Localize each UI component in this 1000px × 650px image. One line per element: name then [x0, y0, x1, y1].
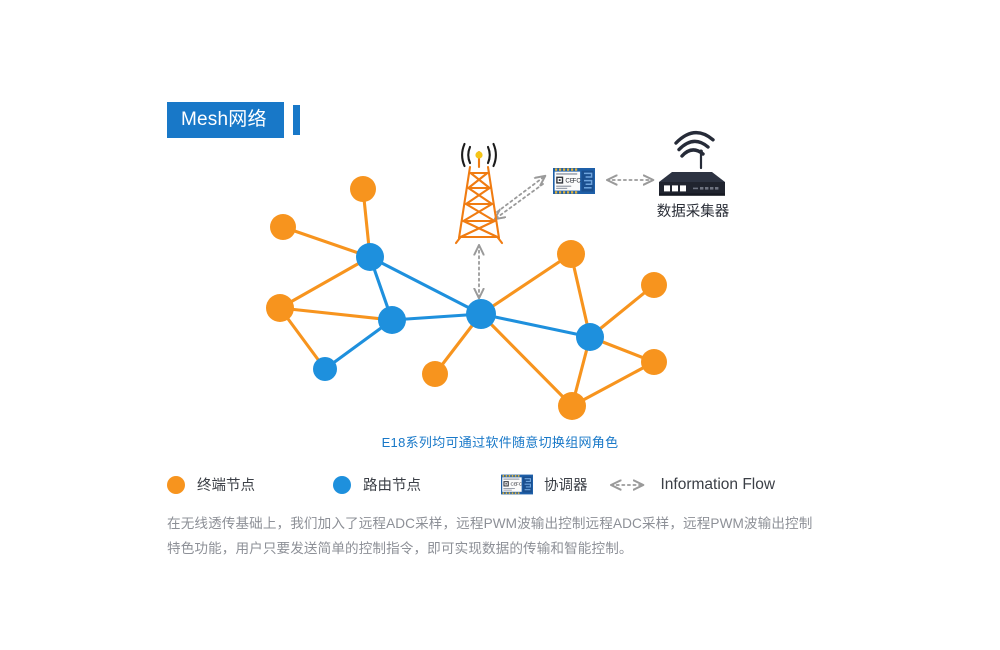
legend-item-terminal-node: 终端节点	[167, 474, 255, 495]
rf-module-icon: CE FC	[553, 168, 595, 194]
tower-signal-waves-icon	[461, 142, 497, 168]
tower-signal-dot	[475, 151, 483, 159]
terminal-link	[281, 225, 372, 259]
description-line-1: 在无线透传基础上，我们加入了远程ADC采样，远程PWM波输出控制远程ADC采样，…	[167, 516, 813, 531]
flow-module-to-tower	[495, 183, 544, 219]
router-node	[576, 323, 604, 351]
terminal-node	[266, 294, 294, 322]
terminal-link	[570, 360, 656, 408]
terminal-node	[641, 272, 667, 298]
legend-label-coordinator: 协调器	[544, 478, 588, 494]
page-title: Mesh网络	[167, 102, 284, 138]
terminal-nodes-group	[266, 176, 667, 420]
legend-label-information-flow: Information Flow	[660, 475, 776, 493]
legend-item-coordinator: CE FC 协调器	[501, 474, 588, 495]
description-line-2: 特色功能，用户只要发送简单的控制指令，即可实现数据的传输和智能控制。	[167, 541, 633, 556]
terminal-node	[270, 214, 296, 240]
svg-text:FC: FC	[516, 482, 523, 488]
diagram-caption: E18系列均可通过软件随意切换组网角色	[381, 435, 619, 450]
svg-text:CE: CE	[510, 482, 517, 488]
router-node	[378, 306, 406, 334]
dotted-double-arrow-icon	[606, 478, 648, 492]
svg-text:FC: FC	[573, 178, 582, 185]
data-collector-icon	[659, 131, 725, 196]
router-node	[356, 243, 384, 271]
router-nodes-group	[313, 243, 604, 381]
terminal-link	[569, 252, 592, 339]
flow-tower-to-module	[496, 176, 545, 213]
terminal-link	[479, 312, 574, 408]
data-collector-label: 数据采集器	[656, 204, 730, 220]
description-paragraph: 在无线透传基础上，我们加入了远程ADC采样，远程PWM波输出控制远程ADC采样，…	[167, 511, 843, 561]
terminal-node	[558, 392, 586, 420]
router-link	[479, 312, 592, 339]
legend-label-terminal-node: 终端节点	[197, 478, 255, 494]
terminal-link	[278, 306, 394, 322]
legend-item-router-node: 路由节点	[333, 474, 421, 495]
terminal-link	[479, 252, 573, 316]
information-flow-arrows: collector (horizontal) --> hub (vertical…	[479, 176, 653, 298]
svg-text:CE: CE	[565, 178, 574, 185]
terminal-node	[641, 349, 667, 375]
antenna-tower-icon	[454, 150, 504, 245]
orange-dot-icon	[167, 475, 185, 494]
terminal-link	[278, 255, 372, 310]
terminal-node	[557, 240, 585, 268]
title-accent-bar	[292, 105, 300, 135]
legend: 终端节点 路由节点 CE FC	[167, 474, 775, 495]
legend-item-information-flow: Information Flow	[606, 475, 776, 494]
router-links-group	[323, 255, 592, 371]
terminal-node	[422, 361, 448, 387]
router-node	[313, 357, 337, 381]
blue-dot-icon	[333, 475, 351, 494]
rf-module-icon: CE FC	[501, 474, 533, 495]
router-link	[368, 255, 483, 316]
router-node	[466, 299, 496, 329]
terminal-node	[350, 176, 376, 202]
section-title-banner: Mesh网络	[167, 102, 300, 138]
legend-label-router-node: 路由节点	[363, 478, 421, 494]
